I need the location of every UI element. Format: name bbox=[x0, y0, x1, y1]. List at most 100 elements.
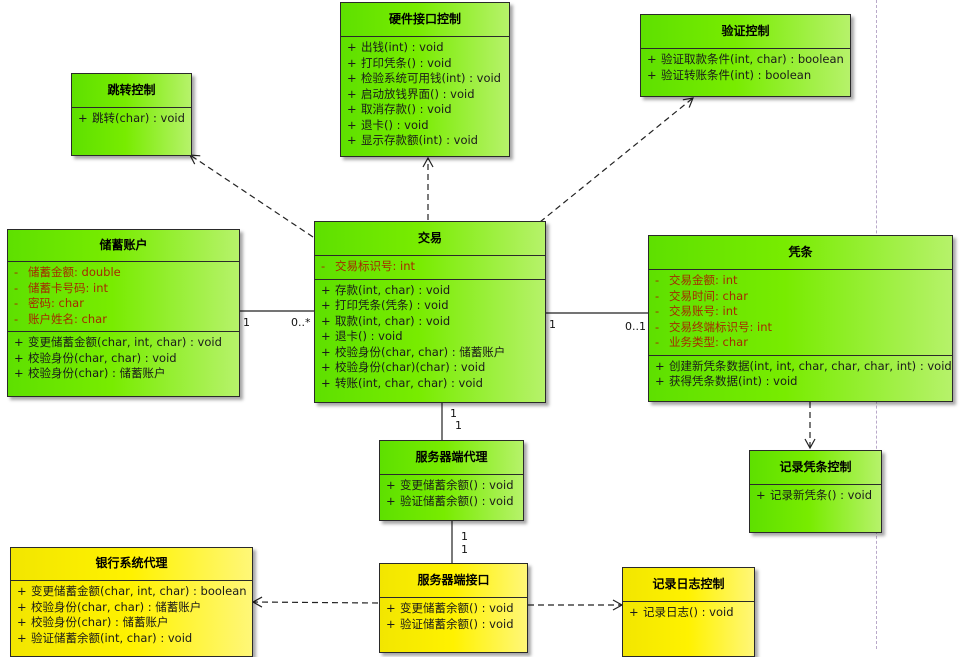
attribute-row: -业务类型: char bbox=[649, 335, 952, 351]
operations-compartment: +变更储蓄余额() : void+验证储蓄余额() : void bbox=[380, 475, 523, 513]
multiplicity-interface-top: 1 bbox=[461, 543, 468, 556]
attribute-text: 交易标识号: int bbox=[335, 259, 416, 273]
operation-text: 跳转(char) : void bbox=[92, 111, 185, 125]
class-name: 储蓄账户 bbox=[8, 230, 239, 262]
operation-row: +记录新凭条() : void bbox=[750, 488, 881, 504]
operations-compartment: +变更储蓄金额(char, int, char) : boolean+校验身份(… bbox=[11, 581, 252, 650]
dependency-interface-bank bbox=[251, 596, 379, 608]
visibility-marker: - bbox=[655, 319, 660, 334]
visibility-marker: - bbox=[655, 273, 660, 287]
operations-compartment: +创建新凭条数据(int, int, char, char, char, int… bbox=[649, 356, 952, 394]
visibility-marker: + bbox=[347, 71, 357, 85]
operation-row: +取款(int, char) : void bbox=[315, 314, 545, 330]
operation-text: 变更储蓄余额() : void bbox=[400, 601, 514, 615]
operations-compartment: + 跳转(char) : void bbox=[72, 108, 191, 131]
attribute-row: -储蓄金额: double bbox=[8, 265, 239, 281]
operations-compartment: +变更储蓄金额(char, int, char) : void+校验身份(cha… bbox=[8, 332, 239, 386]
operation-row: + 校验身份(char) : 储蓄账户 bbox=[11, 615, 252, 631]
attribute-text: 交易账号: int bbox=[669, 304, 738, 318]
class-server-interface[interactable]: 服务器端接口+变更储蓄余额() : void+验证储蓄余额() : void bbox=[379, 563, 528, 653]
operation-text: 创建新凭条数据(int, int, char, char, char, int)… bbox=[669, 358, 952, 373]
visibility-marker: + bbox=[321, 329, 331, 343]
visibility-marker: + bbox=[321, 360, 331, 374]
operation-text: 校验身份(char, char) : 储蓄账户 bbox=[31, 599, 202, 614]
operations-compartment: +验证取款条件(int, char) : boolean+验证转账条件(int)… bbox=[641, 49, 850, 87]
class-log-control[interactable]: 记录日志控制+记录日志() : void bbox=[622, 567, 755, 657]
operation-row: +变更储蓄余额() : void bbox=[380, 478, 523, 494]
operation-text: 校验身份(char)(char) : void bbox=[335, 360, 486, 374]
visibility-marker: + bbox=[629, 605, 639, 619]
class-savings-account[interactable]: 储蓄账户-储蓄金额: double-储蓄卡号码: int-密码: char-账户… bbox=[7, 229, 240, 397]
class-name: 服务器端接口 bbox=[380, 564, 527, 598]
visibility-marker: + bbox=[14, 350, 24, 365]
class-record-receipt-control[interactable]: 记录凭条控制+记录新凭条() : void bbox=[749, 450, 882, 533]
multiplicity-transaction-left: 0..* bbox=[291, 316, 311, 329]
operation-row: +校验身份(char, char) : 储蓄账户 bbox=[11, 600, 252, 616]
visibility-marker: - bbox=[14, 311, 19, 326]
operation-row: +显示存款额(int) : void bbox=[341, 133, 509, 149]
visibility-marker: - bbox=[655, 335, 660, 349]
visibility-marker: - bbox=[14, 265, 19, 279]
attribute-text: 交易时间: char bbox=[669, 288, 748, 303]
visibility-marker: + bbox=[347, 133, 357, 147]
operation-text: 打印凭条() : void bbox=[361, 55, 452, 70]
operation-row: + 取消存款() : void bbox=[341, 102, 509, 118]
operation-text: 存款(int, char) : void bbox=[335, 282, 451, 297]
operation-row: +验证转账条件(int) : boolean bbox=[641, 68, 850, 84]
visibility-marker: + bbox=[17, 615, 27, 629]
class-transaction[interactable]: 交易-交易标识号: int+存款(int, char) : void+打印凭条(… bbox=[314, 221, 546, 403]
visibility-marker: + bbox=[14, 366, 24, 380]
visibility-marker: + bbox=[347, 102, 357, 116]
class-verify-control[interactable]: 验证控制+验证取款条件(int, char) : boolean+验证转账条件(… bbox=[640, 14, 851, 97]
multiplicity-proxy-top: 1 bbox=[455, 419, 462, 432]
operation-text: 转账(int, char, char) : void bbox=[335, 375, 483, 390]
operation-row: +获得凭条数据(int) : void bbox=[649, 374, 952, 390]
visibility-marker: + bbox=[321, 282, 331, 297]
operation-text: 验证取款条件(int, char) : boolean bbox=[661, 52, 844, 66]
operation-row: +验证取款条件(int, char) : boolean bbox=[641, 52, 850, 68]
attribute-text: 账户姓名: char bbox=[28, 311, 107, 326]
visibility-marker: - bbox=[14, 280, 19, 295]
operations-compartment: +存款(int, char) : void+打印凭条(凭条) : void+取款… bbox=[315, 280, 545, 396]
operation-text: 校验身份(char, char) : void bbox=[28, 350, 177, 365]
attribute-text: 密码: char bbox=[28, 296, 84, 310]
operation-row: +转账(int, char, char) : void bbox=[315, 376, 545, 392]
operation-row: +验证储蓄余额(int, char) : void bbox=[11, 631, 252, 647]
class-jump-control[interactable]: 跳转控制+跳转(char) : void bbox=[71, 73, 192, 156]
class-bank-system-proxy[interactable]: 银行系统代理 + 变更储蓄金额(char, int, char) : boolean… bbox=[10, 547, 253, 657]
visibility-marker: + bbox=[347, 40, 357, 54]
operation-row: + 校验身份(char, char) : 储蓄账户 bbox=[315, 345, 545, 361]
operation-text: 取消存款() : void bbox=[361, 102, 452, 116]
attribute-text: 交易金额: int bbox=[669, 273, 738, 287]
operation-text: 验证储蓄余额(int, char) : void bbox=[31, 630, 193, 645]
visibility-marker: + bbox=[321, 313, 331, 328]
operation-text: 检验系统可用钱(int) : void bbox=[361, 71, 501, 85]
class-server-proxy[interactable]: 服务器端代理+变更储蓄余额() : void+验证储蓄余额() : void bbox=[379, 440, 524, 521]
multiplicity-transaction-right: 1 bbox=[549, 318, 556, 331]
operation-text: 变更储蓄金额(char, int, char) : boolean bbox=[31, 584, 247, 598]
class-name: 银行系统代理 bbox=[11, 548, 252, 581]
attribute-text: 业务类型: char bbox=[669, 335, 748, 349]
class-hardware-interface-control[interactable]: 硬件接口控制+出钱(int) : void+打印凭条() : void+检验系统… bbox=[340, 2, 510, 157]
multiplicity-receipt: 0..1 bbox=[625, 320, 646, 333]
visibility-marker: + bbox=[78, 111, 88, 125]
operation-text: 校验身份(char, char) : 储蓄账户 bbox=[335, 344, 506, 359]
class-name: 验证控制 bbox=[641, 15, 850, 49]
visibility-marker: + bbox=[386, 616, 396, 631]
operation-text: 启动放钱界面() : void bbox=[361, 86, 475, 101]
operation-text: 校验身份(char) : 储蓄账户 bbox=[31, 615, 169, 629]
attributes-compartment: -交易标识号: int bbox=[315, 256, 545, 280]
operations-compartment: +出钱(int) : void+打印凭条() : void+检验系统可用钱(in… bbox=[341, 37, 509, 153]
operation-text: 退卡() : void bbox=[361, 117, 429, 132]
visibility-marker: + bbox=[17, 584, 27, 598]
attribute-row: -密码: char bbox=[8, 296, 239, 312]
visibility-marker: + bbox=[321, 344, 331, 359]
class-receipt[interactable]: 凭条-交易金额: int-交易时间: char-交易账号: int-交易终端标识… bbox=[648, 235, 953, 402]
class-name: 凭条 bbox=[649, 236, 952, 270]
operation-row: +创建新凭条数据(int, int, char, char, char, int… bbox=[649, 359, 952, 375]
operation-row: +验证储蓄余额() : void bbox=[380, 494, 523, 510]
visibility-marker: - bbox=[655, 288, 660, 303]
visibility-marker: + bbox=[386, 601, 396, 615]
operation-row: + 跳转(char) : void bbox=[72, 111, 191, 127]
